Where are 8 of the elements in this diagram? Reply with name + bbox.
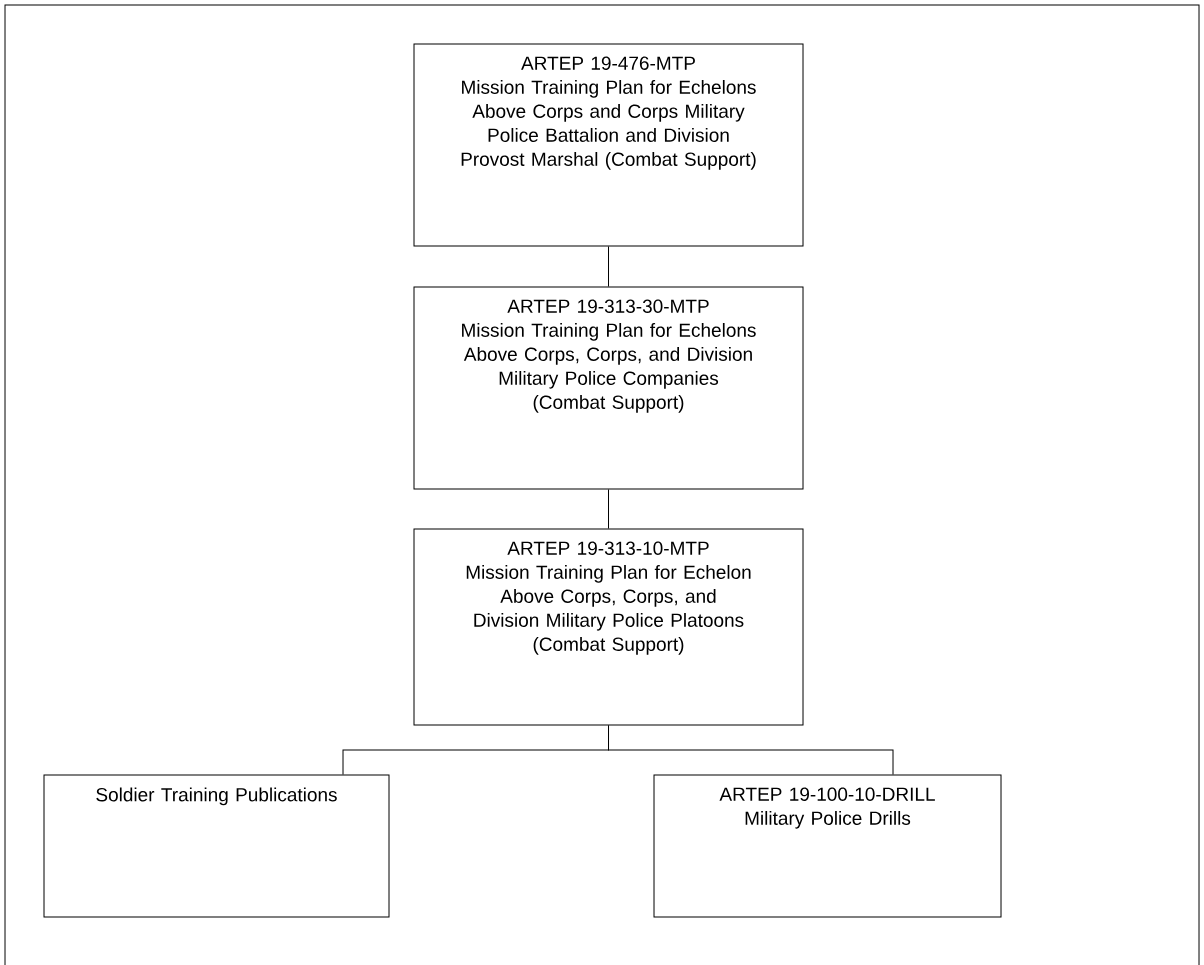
publication-box: ARTEP 19-313-30-MTP Mission Training Plan for Echelons Above Corps, Corps, and Division Military Police Companies (Combat Support) <box>413 286 804 490</box>
publication-box: ARTEP 19-100-10-DRILL Military Police Drills <box>653 774 1002 918</box>
connector-line <box>608 725 894 775</box>
publication-box: ARTEP 19-476-MTP Mission Training Plan for Echelons Above Corps and Corps Military Police Battalion and Division Provost Marshal (Combat Support) <box>413 43 804 247</box>
publication-box: Soldier Training Publications <box>43 774 390 918</box>
connector-line <box>608 489 609 529</box>
publication-box: ARTEP 19-313-10-MTP Mission Training Plan for Echelon Above Corps, Corps, and Division Military Police Platoons (Combat Support) <box>413 528 804 726</box>
connector-line <box>608 246 609 287</box>
